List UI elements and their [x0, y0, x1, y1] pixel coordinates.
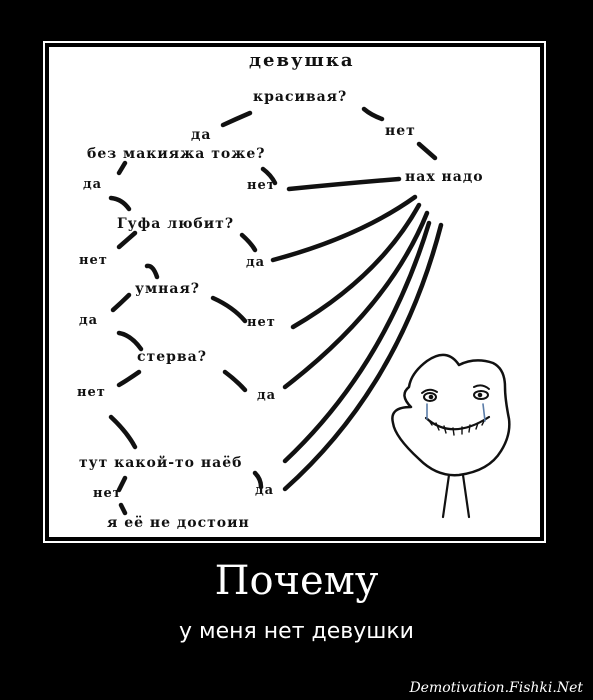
- arrow-gufa-no-down: [144, 263, 160, 280]
- arrow-smart-yes-down: [116, 330, 144, 352]
- answer-pretty-yes: да: [191, 127, 212, 143]
- answer-makeup-no: нет: [247, 178, 276, 193]
- answer-bitch-no: нет: [77, 385, 106, 400]
- result-no-need: нах надо: [405, 169, 484, 185]
- answer-gufa-yes: да: [246, 255, 266, 270]
- arrow-makeup-yes: [116, 160, 128, 176]
- question-pretty: красивая?: [253, 89, 348, 105]
- answer-pretty-no: нет: [385, 123, 416, 139]
- caption-subtitle: у меня нет девушки: [179, 619, 414, 644]
- answer-scam-yes: да: [255, 483, 275, 498]
- question-likes-gufa: Гуфа любит?: [117, 216, 235, 232]
- arrow-smart-no-to-noneed: [290, 202, 422, 330]
- arrow-scam-no-down: [118, 502, 128, 516]
- arrow-smart-no: [210, 295, 248, 324]
- picture-frame: [43, 41, 546, 543]
- answer-smart-no: нет: [247, 315, 276, 330]
- question-scam: тут какой-то наёб: [79, 455, 243, 471]
- arrow-gufa-yes-to-noneed: [270, 194, 418, 263]
- question-smart: умная?: [135, 281, 200, 297]
- caption-title: Почему: [214, 558, 379, 604]
- arrow-bitch-no: [116, 369, 142, 388]
- question-bitch: стерва?: [137, 349, 207, 365]
- watermark: Demotivation.Fishki.Net: [409, 680, 583, 696]
- arrow-makeup-yes-down: [108, 195, 132, 212]
- arrow-pretty-yes: [220, 110, 253, 128]
- arrow-scam-yes-to-noneed: [282, 222, 444, 492]
- flowchart-panel: девушка красивая? да нет нах надо без ма…: [49, 47, 540, 537]
- answer-smart-yes: да: [79, 313, 99, 328]
- answer-gufa-no: нет: [79, 253, 108, 268]
- arrow-makeup-no: [260, 166, 278, 186]
- arrow-scam-no: [116, 475, 128, 493]
- arrow-makeup-no-to-noneed: [286, 176, 402, 192]
- arrow-scam-yes: [252, 470, 264, 490]
- arrow-bitch-yes-to-noneed: [282, 210, 430, 390]
- diagram-title: девушка: [249, 50, 355, 71]
- arrow-gufa-yes: [239, 232, 258, 253]
- arrow-scam-q-to-noneed: [282, 220, 432, 464]
- arrow-pretty-no: [361, 106, 385, 122]
- answer-bitch-yes: да: [257, 388, 277, 403]
- answer-scam-no: нет: [93, 486, 122, 501]
- answer-makeup-yes: да: [83, 177, 103, 192]
- arrow-smart-yes: [110, 292, 132, 313]
- flowchart-connectors: [108, 106, 511, 519]
- arrow-gufa-no: [116, 230, 138, 250]
- result-not-worthy: я её не достоин: [107, 515, 250, 531]
- arrow-no-to-noneed: [416, 141, 438, 161]
- arrow-bitch-no-down: [108, 414, 138, 450]
- arrow-bitch-yes: [222, 369, 248, 393]
- question-no-makeup: без макияжа тоже?: [87, 146, 266, 162]
- forever-alone-icon: [391, 353, 511, 519]
